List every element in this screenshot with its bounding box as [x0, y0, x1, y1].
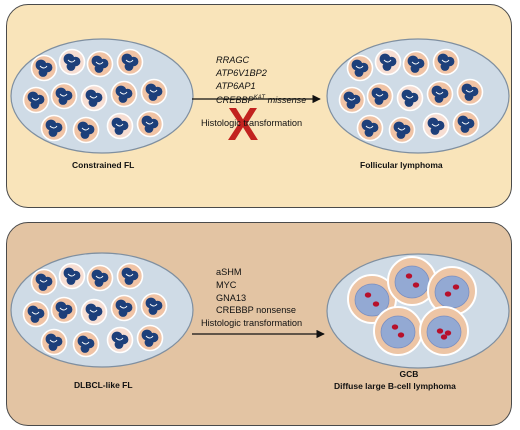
- b-cell: [140, 292, 168, 320]
- gene-atp6v1bp2: ATP6V1BP2: [216, 67, 267, 78]
- b-cell: [136, 110, 164, 138]
- dlbcl-like-fl-follicle: [10, 252, 194, 368]
- b-cell: [116, 48, 144, 76]
- b-cell: [426, 80, 454, 108]
- gene-myc: MYC: [216, 279, 237, 290]
- b-cell: [86, 264, 114, 292]
- b-cell: [80, 298, 108, 326]
- b-cell: [366, 82, 394, 110]
- b-cell: [22, 86, 50, 114]
- b-cell: [80, 84, 108, 112]
- b-cell: [50, 82, 78, 110]
- large-b-cell: [387, 256, 437, 306]
- gene-rragc: RRAGC: [216, 55, 250, 65]
- b-cell: [110, 294, 138, 322]
- gene-atp6ap1: ATP6AP1: [216, 80, 256, 91]
- gene-crebbp-kat: CREBBPKAT missense: [216, 95, 307, 106]
- b-cell: [338, 86, 366, 114]
- b-cell: [136, 324, 164, 352]
- gcb-dlbcl-follicle: [326, 253, 510, 369]
- gene-list-bottom: aSHM MYC GNA13 CREBBP nonsense: [216, 266, 296, 317]
- b-cell: [106, 112, 134, 140]
- b-cell: [116, 262, 144, 290]
- histologic-transformation-label-bottom: Histologic transformation: [201, 318, 303, 328]
- b-cell: [388, 116, 416, 144]
- b-cell: [422, 112, 450, 140]
- b-cell: [50, 296, 78, 324]
- b-cell: [40, 328, 68, 356]
- dlbcl-like-fl-label: DLBCL-like FL: [74, 380, 133, 390]
- blocked-x-mark: X: [228, 98, 259, 150]
- histologic-transformation-label-top: Histologic transformation: [201, 118, 303, 128]
- b-cell: [58, 48, 86, 76]
- b-cell: [402, 50, 430, 78]
- b-cell: [30, 268, 58, 296]
- b-cell: [346, 54, 374, 82]
- large-b-cell: [373, 306, 423, 356]
- b-cell: [30, 54, 58, 82]
- b-cell: [86, 50, 114, 78]
- b-cell: [396, 84, 424, 112]
- b-cell: [374, 48, 402, 76]
- b-cell: [140, 78, 168, 106]
- b-cell: [72, 330, 100, 358]
- gcb-label: GCB: [399, 369, 419, 379]
- constrained-fl-label: Constrained FL: [72, 160, 135, 170]
- follicular-lymphoma-follicle: [326, 38, 510, 154]
- b-cell: [356, 114, 384, 142]
- gene-gna13: GNA13: [216, 292, 247, 303]
- b-cell: [72, 116, 100, 144]
- dlbcl-label: Diffuse large B-cell lymphoma: [334, 381, 456, 391]
- b-cell: [432, 48, 460, 76]
- gene-ashm: aSHM: [216, 267, 242, 277]
- follicular-lymphoma-label: Follicular lymphoma: [360, 160, 443, 170]
- large-b-cell: [427, 266, 477, 316]
- b-cell: [22, 300, 50, 328]
- b-cell: [110, 80, 138, 108]
- b-cell: [106, 326, 134, 354]
- b-cell: [40, 114, 68, 142]
- b-cell: [452, 110, 480, 138]
- gene-list-top: RRAGC ATP6V1BP2 ATP6AP1 CREBBPKAT missen…: [216, 54, 306, 107]
- b-cell: [456, 78, 484, 106]
- b-cell: [58, 262, 86, 290]
- constrained-fl-follicle: [10, 38, 194, 154]
- gene-crebbp-nonsense: CREBBP nonsense: [216, 305, 297, 316]
- large-b-cell: [419, 306, 469, 356]
